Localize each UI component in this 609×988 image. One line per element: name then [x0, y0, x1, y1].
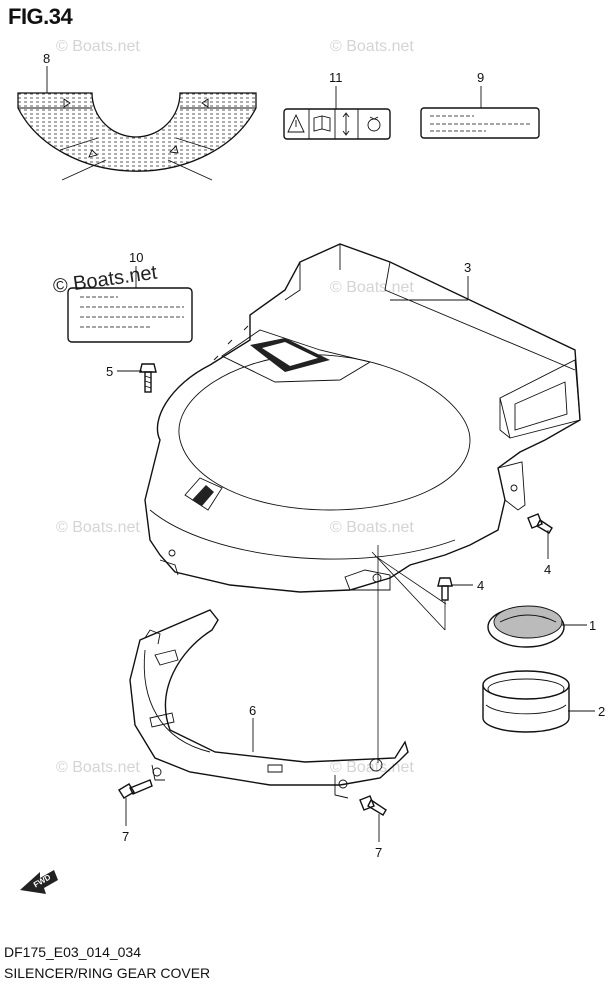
bolt-part-7-right [359, 795, 387, 816]
callout-11: 11 [329, 70, 343, 85]
callout-7-right: 7 [375, 845, 382, 860]
watermark: © Boats.net [330, 279, 414, 296]
bolt-part-4-upper [527, 513, 553, 534]
callout-10: 10 [129, 250, 143, 265]
part-9-label [420, 107, 540, 139]
watermark: © Boats.net [56, 519, 140, 536]
rotation-icon [367, 116, 381, 132]
part-8-arc-label [17, 92, 257, 181]
callout-5: 5 [106, 364, 113, 379]
vent-grille [221, 329, 372, 383]
part-3-silencer-cover [144, 243, 581, 593]
callout-7-left: 7 [122, 829, 129, 844]
callout-4-upper: 4 [544, 562, 551, 577]
fwd-arrow-icon: FWD [20, 870, 58, 894]
leader-lines [46, 66, 595, 842]
callouts: 8 11 9 10 3 5 4 4 1 2 6 7 7 [43, 51, 605, 860]
diagram-code: DF175_E03_014_034 [4, 944, 142, 960]
callout-3: 3 [464, 260, 471, 275]
watermark: © Boats.net [330, 38, 414, 55]
part-10-label [67, 287, 193, 343]
bolt-part-7-left [118, 779, 153, 799]
part-1-mesh-cap [487, 605, 565, 648]
callout-1: 1 [589, 618, 596, 633]
part-2-ring [482, 670, 570, 733]
watermark: © Boats.net [330, 759, 414, 776]
manual-book-icon [313, 115, 331, 132]
watermark: © Boats.net [56, 38, 140, 55]
callout-8: 8 [43, 51, 50, 66]
vertical-arrows-icon [342, 112, 350, 136]
callout-2: 2 [598, 704, 605, 719]
watermark: © Boats.net [330, 519, 414, 536]
warning-triangle-icon [287, 113, 305, 133]
bolt-part-4-lower [437, 577, 453, 601]
callout-4-lower: 4 [477, 578, 484, 593]
diagram-caption: SILENCER/RING GEAR COVER [4, 965, 211, 981]
part-11-warning-label [283, 108, 391, 140]
figure-title: FIG.34 [8, 4, 73, 29]
bolt-part-5 [139, 363, 157, 393]
watermark: © Boats.net [56, 759, 140, 776]
callout-6: 6 [249, 703, 256, 718]
callout-9: 9 [477, 70, 484, 85]
part-6-ring-gear-cover [129, 609, 409, 799]
